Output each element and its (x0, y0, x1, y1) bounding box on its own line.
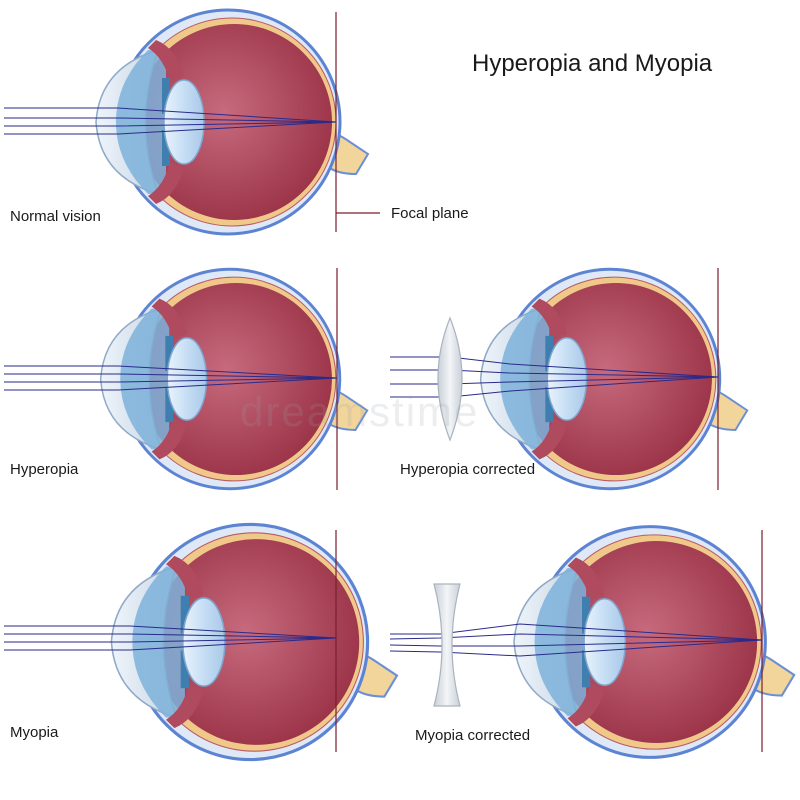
label-hyperopia-corrected: Hyperopia corrected (400, 461, 536, 478)
label-hyperopia: Hyperopia (10, 461, 79, 478)
eye-hyperopia-corrected (479, 267, 749, 491)
label-normal-vision: Normal vision (10, 208, 101, 225)
label-myopia: Myopia (10, 724, 59, 741)
concave-lens (433, 583, 461, 707)
watermark: dreamstime (240, 388, 480, 435)
focal-plane-lines (335, 12, 763, 752)
convex-lens (437, 316, 463, 442)
label-myopia-corrected: Myopia corrected (415, 727, 531, 744)
eye-myopia-corrected (512, 525, 796, 759)
page-title: Hyperopia and Myopia (472, 50, 713, 77)
light-rays (4, 107, 763, 657)
label-focal-plane: Focal plane (391, 205, 469, 222)
